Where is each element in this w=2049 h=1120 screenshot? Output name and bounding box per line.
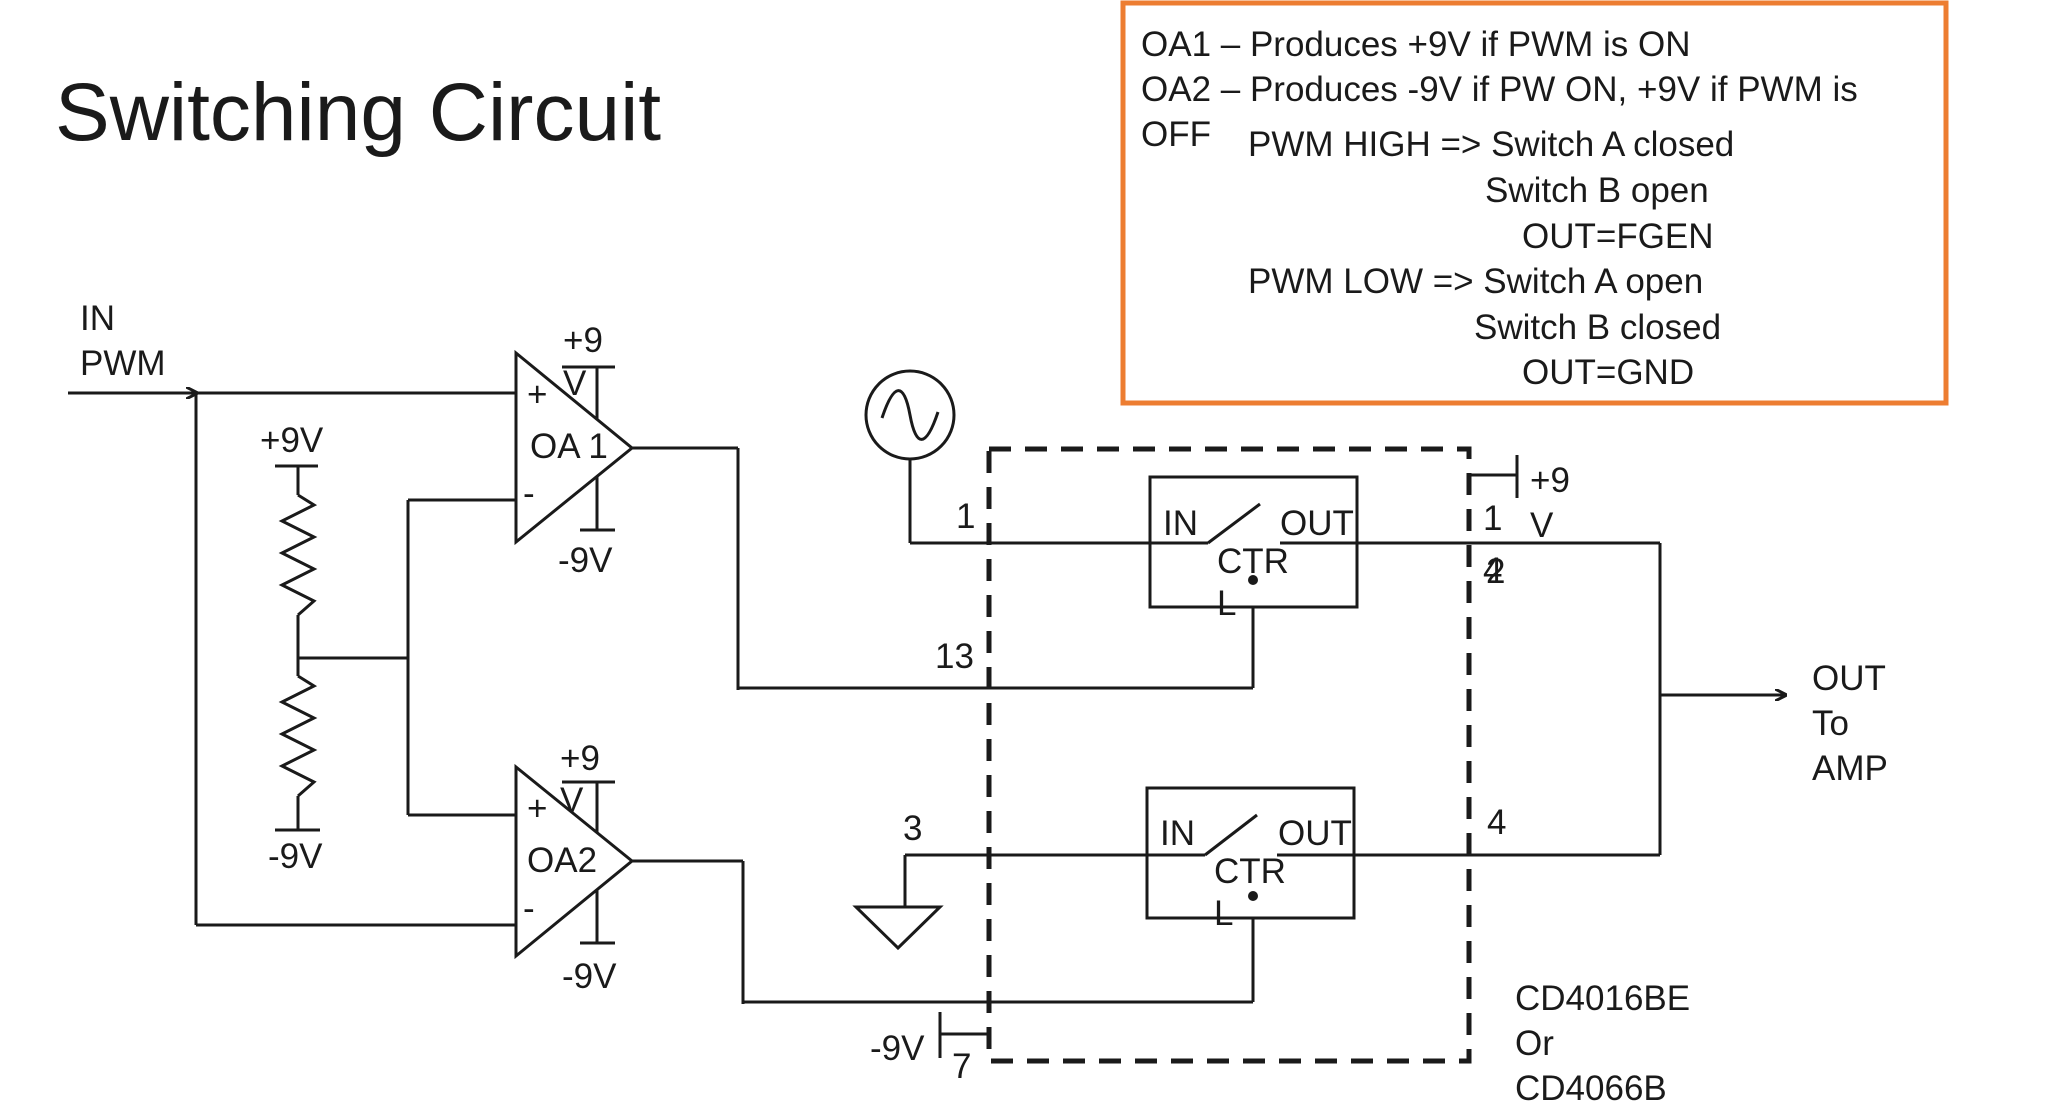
note-border — [1120, 0, 1949, 406]
ground-wiring — [852, 853, 1147, 951]
page-title: Switching Circuit — [55, 67, 661, 158]
switch-a-ctr: CTR — [1217, 542, 1289, 581]
explanation-note: OA1 – Produces +9V if PWM is ON OA2 – Pr… — [1120, 0, 1949, 406]
pwm-input-wiring — [68, 393, 516, 927]
ground-icon — [852, 905, 944, 951]
pin-13-label: 13 — [935, 637, 974, 676]
switch-b-l: L — [1214, 894, 1233, 933]
pin-7-label: 7 — [952, 1047, 971, 1086]
pin-1-label: 1 — [956, 497, 975, 536]
resistor-icon — [278, 493, 318, 617]
note-high-out: OUT=FGEN — [1522, 217, 1714, 256]
note-pwm-low: PWM LOW => Switch A open — [1248, 262, 1703, 301]
output-label-to: To — [1812, 704, 1849, 743]
oa1-vpos-b: V — [563, 364, 587, 403]
note-pwm-high: PWM HIGH => Switch A closed — [1248, 125, 1734, 164]
pin-4-label: 4 — [1487, 803, 1506, 842]
chip-name-2: CD4066B — [1515, 1069, 1667, 1108]
divider-bottom-label: -9V — [268, 837, 323, 876]
input-label-pwm: PWM — [80, 344, 166, 383]
op-amp-2: + - OA2 +9 V -9V — [514, 739, 635, 996]
oa2-vpos-b: V — [560, 781, 584, 820]
control-wiring — [632, 446, 1255, 1004]
switch-a-out: OUT — [1280, 504, 1354, 543]
oa2-vneg: -9V — [562, 957, 617, 996]
pin-2-label: 2 — [1486, 552, 1505, 591]
note-line-oa1: OA1 – Produces +9V if PWM is ON — [1141, 25, 1691, 64]
vdd-label-b: V — [1530, 506, 1554, 545]
note-low-switch-b: Switch B closed — [1474, 308, 1721, 347]
chip-outline — [986, 446, 1472, 1064]
oa2-vpos-a: +9 — [560, 739, 600, 778]
pin-14-bottom-label: 4 — [1483, 551, 1502, 590]
oa1-minus: - — [523, 474, 535, 513]
note-low-out: OUT=GND — [1522, 353, 1694, 392]
op-amp-icon — [514, 349, 635, 546]
output-label-amp: AMP — [1812, 749, 1888, 788]
chip-name-or: Or — [1515, 1024, 1554, 1063]
switch-b-in: IN — [1160, 814, 1195, 853]
switch-b-ctr: CTR — [1214, 852, 1286, 891]
oa2-plus: + — [527, 789, 547, 828]
output-label-out: OUT — [1812, 659, 1886, 698]
op-amp-icon — [514, 763, 635, 960]
supply-wiring: +9 V -9V — [870, 455, 1570, 1068]
chip-name-1: CD4016BE — [1515, 979, 1690, 1018]
output-wiring: OUT To AMP — [1354, 541, 1888, 857]
voltage-divider: +9V -9V — [260, 421, 516, 876]
note-high-switch-b: Switch B open — [1485, 171, 1709, 210]
divider-top-label: +9V — [260, 421, 324, 460]
resistor-icon — [278, 674, 318, 798]
switch-b-out: OUT — [1278, 814, 1352, 853]
op-amp-1: + - OA 1 +9 V -9V — [514, 321, 635, 580]
oa1-vneg: -9V — [558, 541, 613, 580]
vdd-label-a: +9 — [1530, 461, 1570, 500]
switch-a: IN OUT CTR L — [1148, 475, 1359, 623]
switch-b: IN OUT CTR L — [1145, 786, 1356, 933]
pin-14-top-label: 1 — [1483, 499, 1502, 538]
vss-label: -9V — [870, 1029, 925, 1068]
note-line-oa2: OA2 – Produces -9V if PW ON, +9V if PWM … — [1141, 70, 1858, 109]
note-line-off: OFF — [1141, 115, 1211, 154]
oa2-minus: - — [523, 889, 535, 928]
oa1-name: OA 1 — [530, 427, 608, 466]
function-generator — [864, 369, 1150, 545]
oa2-name: OA2 — [527, 841, 597, 880]
switch-a-l: L — [1217, 584, 1236, 623]
input-label-in: IN — [80, 299, 115, 338]
oa1-plus: + — [527, 375, 547, 414]
pin-3-label: 3 — [903, 809, 922, 848]
switch-a-in: IN — [1163, 504, 1198, 543]
oa1-vpos-a: +9 — [563, 321, 603, 360]
